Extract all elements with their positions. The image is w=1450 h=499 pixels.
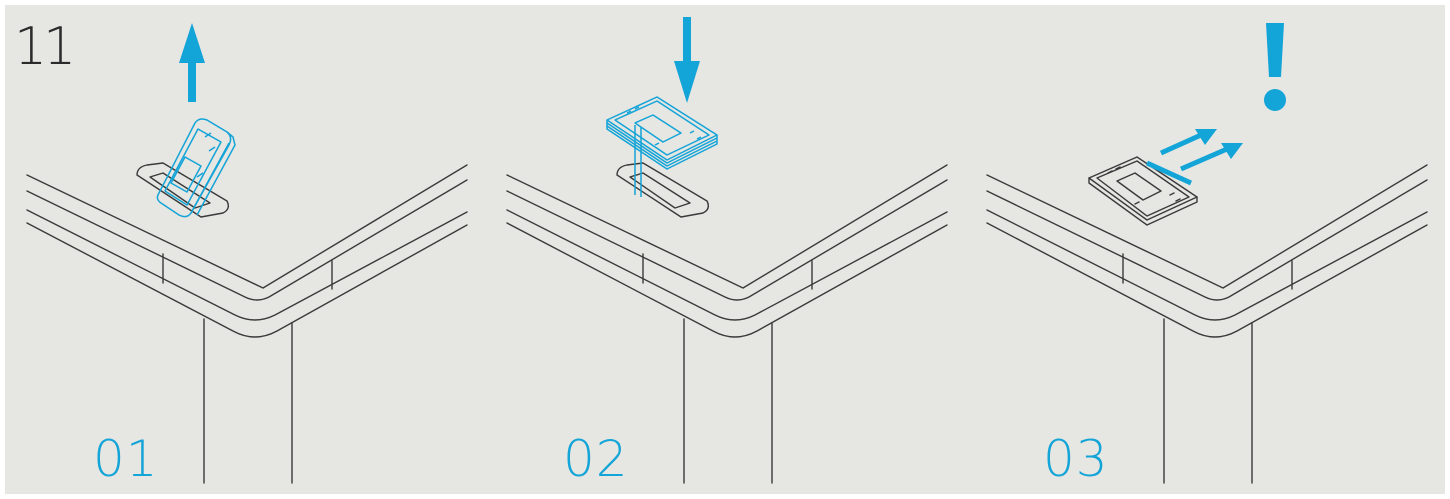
controller-device [156,118,236,218]
push-arrows-icon [1145,129,1243,186]
step-number-2: 02 [563,430,629,488]
step-panel-2: 02 [485,5,965,494]
step-panel-1: 01 [5,5,485,494]
step-panel-3: 03 [965,5,1445,494]
step-number-1: 01 [93,430,159,488]
desk-corner-drawing [986,23,1428,484]
desk-slot [136,162,230,218]
instruction-illustration: 11 [5,5,1445,494]
controller-device [1088,156,1198,226]
desk-corner-drawing [26,23,468,484]
arrow-down-icon [674,17,700,103]
controller-device [606,96,718,170]
step-number-3: 03 [1043,430,1109,488]
page-number: 11 [14,17,76,77]
arrow-up-icon [179,23,205,102]
controller-cable [634,125,642,197]
desk-corner-drawing [506,17,948,484]
desk-slot [616,162,710,218]
exclamation-icon [1264,23,1286,111]
